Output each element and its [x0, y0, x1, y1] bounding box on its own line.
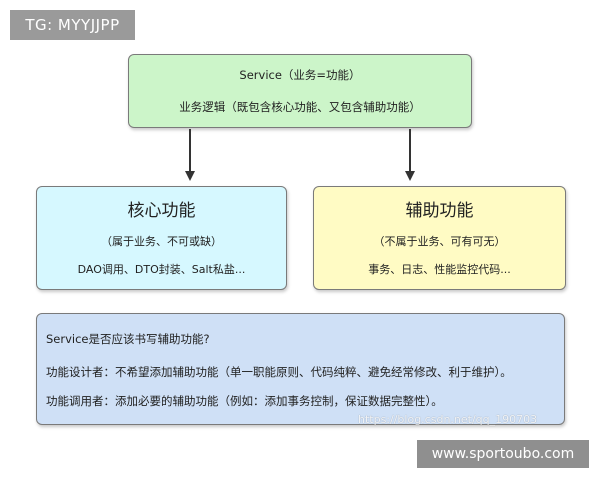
service-description: 业务逻辑（既包含核心功能、又包含辅助功能）	[179, 100, 421, 114]
core-title: 核心功能	[127, 201, 196, 221]
question-text: Service是否应该书写辅助功能?	[46, 332, 210, 346]
service-box: Service（业务=功能） 业务逻辑（既包含核心功能、又包含辅助功能）	[128, 54, 472, 128]
core-function-box: 核心功能 （属于业务、不可或缺） DAO调用、DTO封装、Salt私盐...	[36, 186, 287, 290]
auxiliary-title: 辅助功能	[405, 201, 474, 221]
caller-view: 功能调用者：添加必要的辅助功能（例如：添加事务控制，保证数据完整性）。	[46, 394, 443, 408]
service-title: Service（业务=功能）	[239, 68, 361, 82]
core-examples: DAO调用、DTO封装、Salt私盐...	[77, 263, 246, 276]
tg-watermark-tag: TG: MYYJJPP	[10, 10, 135, 40]
auxiliary-subtitle: （不属于业务、可有可无）	[373, 235, 506, 248]
blog-url-watermark: https://blog.csdn.net/qq_190703	[358, 413, 538, 426]
auxiliary-function-box: 辅助功能 （不属于业务、可有可无） 事务、日志、性能监控代码...	[313, 186, 566, 290]
site-watermark: www.sportoubo.com	[417, 440, 589, 468]
auxiliary-examples: 事务、日志、性能监控代码...	[368, 263, 511, 276]
core-subtitle: （属于业务、不可或缺）	[101, 235, 222, 248]
designer-view: 功能设计者：不希望添加辅助功能（单一职能原则、代码纯粹、避免经常修改、利于维护）…	[46, 365, 512, 379]
question-box: Service是否应该书写辅助功能? 功能设计者：不希望添加辅助功能（单一职能原…	[36, 313, 565, 425]
